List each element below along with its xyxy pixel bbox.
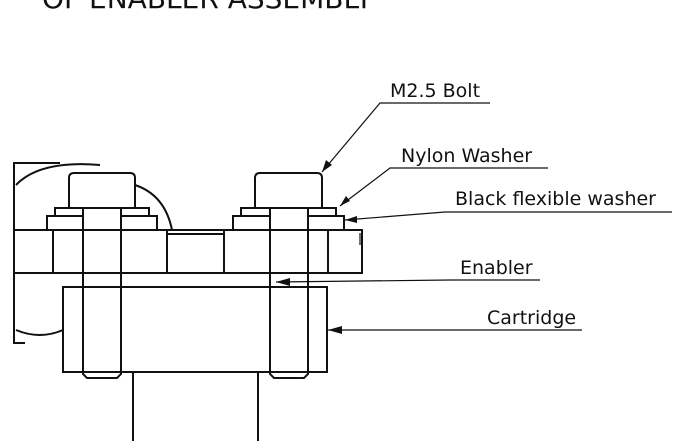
label-nylon-washer: Nylon Washer bbox=[401, 145, 532, 167]
cartridge bbox=[62, 286, 328, 441]
leader-lines bbox=[275, 102, 672, 334]
top-plate bbox=[13, 229, 363, 274]
right-bolt bbox=[254, 172, 323, 379]
label-cartridge: Cartridge bbox=[487, 307, 576, 329]
left-bolt bbox=[68, 172, 136, 379]
housing-outline bbox=[13, 162, 173, 344]
washers bbox=[46, 207, 345, 231]
drawing-title: OF ENABLER ASSEMBLY bbox=[42, 0, 373, 15]
label-enabler: Enabler bbox=[460, 257, 533, 279]
label-black-washer: Black flexible washer bbox=[455, 188, 656, 210]
enabler-part bbox=[120, 272, 271, 288]
label-bolt: M2.5 Bolt bbox=[390, 80, 480, 102]
